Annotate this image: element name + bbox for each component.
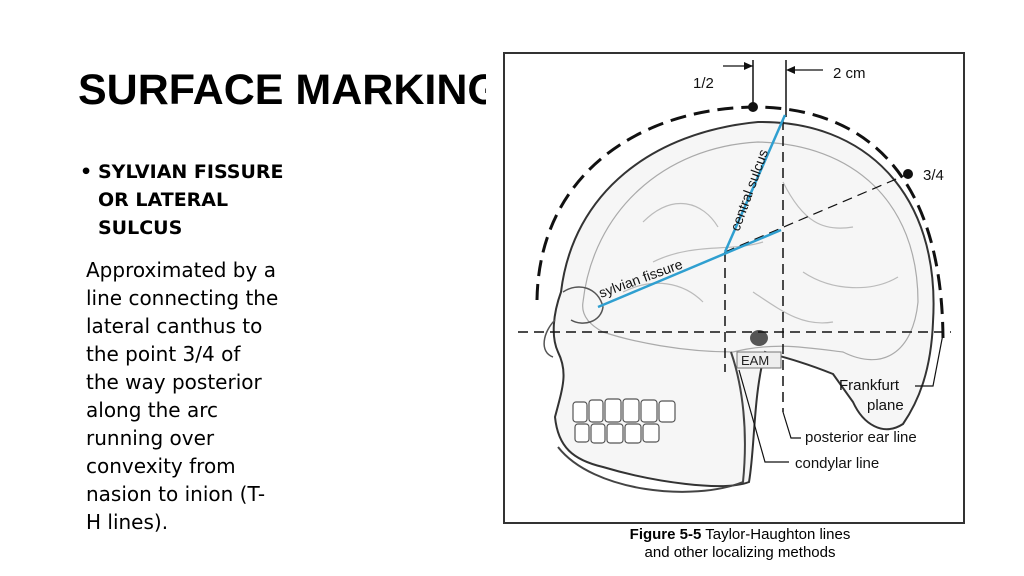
caption-title: Taylor-Haughton lines	[705, 526, 851, 543]
skull-outline	[552, 120, 935, 487]
taylor-haughton-figure: EAM 1/2 2 cm 3/4 sylvian fissure central…	[503, 52, 965, 524]
body-text: Approximated by a line connecting the la…	[86, 258, 279, 534]
figure-caption: Figure 5-5 Taylor-Haughton lines and oth…	[540, 526, 940, 562]
sylvian-fissure-line	[597, 228, 782, 309]
convexity-arc	[535, 105, 945, 343]
half-label: 1/2	[693, 75, 714, 92]
teeth	[572, 398, 676, 444]
three-quarter-label: 3/4	[923, 167, 944, 184]
eam-label: EAM	[741, 353, 769, 368]
caption-figure-number: Figure 5-5	[629, 526, 702, 543]
brain-outline	[582, 141, 919, 361]
frankfurt-leader	[915, 333, 944, 387]
posterior-ear-label: posterior ear line	[805, 429, 917, 446]
two-cm-arrow	[786, 66, 795, 74]
slide-title: SURFACE MARKINGS	[78, 66, 486, 114]
nose	[543, 319, 556, 358]
frankfurt-label-line2: plane	[867, 397, 904, 414]
frankfurt-label-line1: Frankfurt	[839, 377, 900, 394]
condylar-leader	[738, 369, 789, 463]
eam-label-box	[736, 351, 782, 369]
bullet-marker: •	[80, 161, 93, 183]
brain-gyri	[622, 181, 899, 324]
two-cm-label: 2 cm	[833, 65, 866, 82]
orbit	[562, 286, 604, 324]
half-arrow	[744, 62, 753, 70]
eam-marker	[750, 330, 768, 346]
vertex-point	[748, 102, 758, 112]
bullet-item: • SYLVIAN FISSURE OR LATERAL SULCUS	[80, 158, 340, 242]
central-sulcus-line	[723, 114, 787, 253]
dashed-3-4-line	[724, 173, 909, 253]
posterior-ear-leader	[782, 411, 801, 439]
mandible	[557, 351, 746, 493]
caption-line1: Figure 5-5 Taylor-Haughton lines	[540, 526, 940, 544]
condylar-label: condylar line	[795, 455, 879, 472]
bullet-text: SYLVIAN FISSURE OR LATERAL SULCUS	[98, 161, 284, 239]
caption-line2: and other localizing methods	[644, 544, 836, 561]
